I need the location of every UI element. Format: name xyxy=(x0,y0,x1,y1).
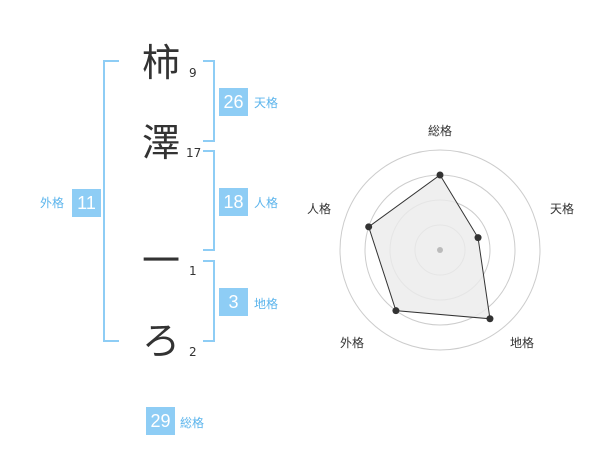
chikaku-bracket xyxy=(203,260,215,342)
name-char-4: ろ xyxy=(141,319,180,363)
name-char-3: 一 xyxy=(141,239,180,283)
tenkaku-score: 26 xyxy=(219,88,248,116)
radar-ring xyxy=(339,149,541,351)
radar-label-gaikaku: 外格 xyxy=(340,336,365,350)
name-char-2: 澤 xyxy=(141,121,180,165)
stroke-count-4: 2 xyxy=(189,345,197,359)
radar-label-soukaku: 総格 xyxy=(428,124,453,138)
radar-point-1 xyxy=(474,234,482,242)
radar-center-dot xyxy=(437,247,443,253)
stroke-count-2: 17 xyxy=(186,146,202,160)
gaikaku-bracket xyxy=(103,60,119,342)
name-char-1: 柿 xyxy=(141,41,180,85)
chikaku-score: 3 xyxy=(219,288,248,316)
jinkaku-score: 18 xyxy=(219,188,248,216)
radar-point-3 xyxy=(392,307,400,315)
chikaku-label: 地格 xyxy=(254,297,279,311)
radar-point-2 xyxy=(486,315,494,323)
radar-point-0 xyxy=(436,171,444,179)
radar-chart xyxy=(339,149,541,351)
stroke-count-1: 9 xyxy=(189,66,197,80)
radar-polygon xyxy=(368,174,491,320)
tenkaku-label: 天格 xyxy=(254,96,279,110)
jinkaku-bracket xyxy=(203,150,215,251)
jinkaku-label: 人格 xyxy=(254,196,279,210)
gaikaku-score: 11 xyxy=(72,189,101,217)
stroke-count-3: 1 xyxy=(189,264,197,278)
tenkaku-bracket xyxy=(203,60,215,142)
soukaku-label: 総格 xyxy=(180,416,205,430)
radar-point-4 xyxy=(365,223,373,231)
gaikaku-label: 外格 xyxy=(40,196,65,210)
radar-label-tenkaku: 天格 xyxy=(550,202,575,216)
radar-label-jinkaku: 人格 xyxy=(307,202,332,216)
soukaku-score: 29 xyxy=(146,407,175,435)
radar-label-chikaku: 地格 xyxy=(510,336,535,350)
